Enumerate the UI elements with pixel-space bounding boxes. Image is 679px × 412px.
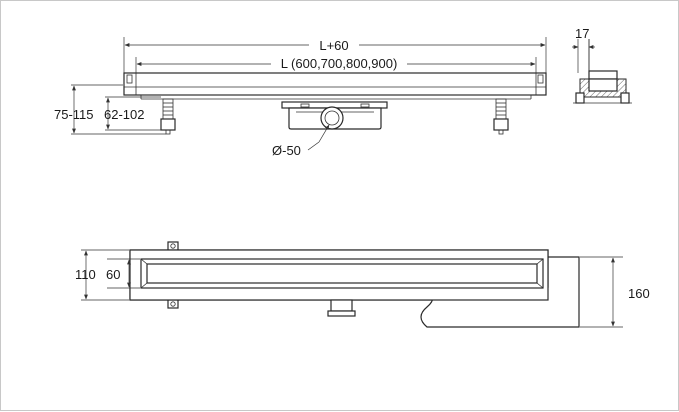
side-view: L+60 L (600,700,800,900) [54,37,547,158]
end-view: 17 [572,26,632,104]
outlet-stub [327,299,356,317]
left-adjustable-foot [160,98,176,135]
dim-outer-height: 75-115 [54,107,94,122]
channel-body [123,72,547,96]
dim-length-options: L (600,700,800,900) [281,56,398,71]
dim-inner-height: 62-102 [104,107,144,122]
dim-depth: 160 [628,286,650,301]
plan-view: 110 60 160 [75,241,650,328]
dim-outlet-diameter: Ø-50 [272,143,301,158]
dim-grate-width: 60 [106,267,120,282]
dim-flange: 17 [575,26,589,41]
right-adjustable-foot [493,98,509,135]
siphon-outlet [281,101,388,130]
dim-body-width: 110 [75,267,96,282]
dim-total-length: L+60 [319,38,348,53]
